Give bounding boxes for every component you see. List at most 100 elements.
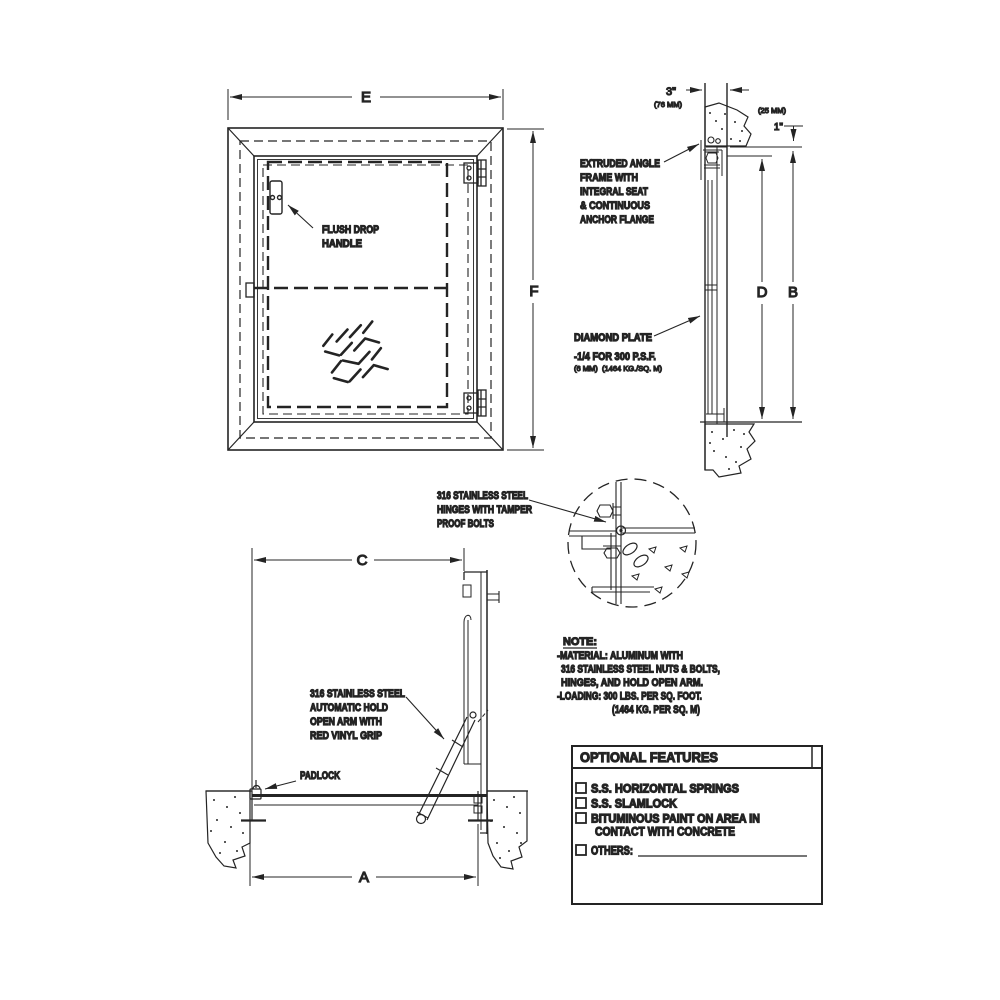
arm-label-3: OPEN ARM WITH [310, 716, 382, 728]
frame-label-1: EXTRUDED ANGLE [580, 158, 660, 170]
option-item-4: OTHERS: [591, 844, 633, 858]
frame-label-3: INTEGRAL SEAT [580, 186, 648, 198]
options-outer-border [571, 745, 823, 905]
plate-spec: -1/4 FOR 300 P.S.F. [574, 351, 656, 363]
concrete-triangles [630, 545, 690, 594]
door-underside-hidden [262, 164, 469, 415]
dim-label-25mm: (25 MM) [758, 106, 786, 115]
note-title: NOTE: [563, 636, 597, 648]
hinge-leader-arrow [528, 499, 607, 523]
hinge-label-3: PROOF BOLTS [437, 518, 494, 530]
dim-label-1in: 1" [774, 122, 784, 133]
dim-label-c: C [357, 552, 368, 569]
concrete-top [704, 102, 752, 147]
dim-label-e: E [361, 89, 371, 106]
note-line-5: (1464 KG. PER SQ. M) [612, 704, 700, 716]
checkbox-horizontal-springs[interactable] [575, 782, 587, 794]
hold-open-arm [415, 709, 489, 825]
arm-label-2: AUTOMATIC HOLD [310, 702, 388, 714]
frame-label-4: & CONTINUOUS [580, 200, 650, 212]
side-view: C 3 [205, 548, 528, 887]
handle-leader-arrow [287, 204, 314, 229]
checkbox-bituminous-paint[interactable] [575, 812, 587, 824]
stiffener-channel-hidden [266, 160, 449, 409]
dim-label-76mm: (76 MM) [654, 100, 682, 109]
hinge-detail: 316 STAINLESS STEEL HINGES WITH TAMPER P… [436, 478, 697, 608]
note-line-4: -LOADING: 300 LBS. PER SQ. FOOT. [557, 691, 702, 703]
plan-view: FLUSH DROP HANDLE E F [227, 88, 544, 451]
hinge-label-1: 316 STAINLESS STEEL [437, 490, 528, 502]
hasp-tab [245, 282, 255, 298]
padlock-leader-arrow [264, 780, 297, 790]
note-line-2: 316 STAINLESS STEEL NUTS & BOLTS, [561, 664, 720, 676]
checkbox-slamlock[interactable] [575, 797, 587, 809]
option-item-3a: BITUMINOUS PAINT ON AREA IN [591, 812, 760, 826]
hinge-bottom [463, 389, 487, 417]
plate-label: DIAMOND PLATE [574, 332, 652, 344]
arm-foot-pin [415, 813, 427, 825]
flush-drop-handle [269, 180, 283, 215]
door-leaf-section [707, 180, 713, 414]
handle-label-line2: HANDLE [322, 238, 362, 250]
hinge-label-2: HINGES WITH TAMPER [437, 504, 532, 516]
options-title: OPTIONAL FEATURES [580, 749, 718, 765]
arm-pivot [469, 711, 477, 719]
dim-c [251, 548, 465, 791]
dim-label-f: F [529, 283, 538, 300]
handle-label-line1: FLUSH DROP [322, 224, 379, 236]
open-door-panel [462, 570, 500, 834]
plate-spec-kg: (1464 KG./SQ. M) [602, 364, 663, 373]
dim-label-d: D [757, 284, 768, 301]
note-line-1: -MATERIAL: ALUMINUM WITH [557, 650, 683, 662]
concrete-bottom [704, 423, 756, 478]
hinge-pin [615, 525, 627, 536]
strike-bolt [487, 591, 500, 603]
section-view: 3" (76 MM) [573, 83, 803, 478]
wing-nut [622, 542, 649, 568]
frame-leader-arrow [663, 143, 700, 163]
note-line-3: HINGES, AND HOLD OPEN ARM. [561, 677, 703, 689]
plate-leader-arrow [653, 315, 701, 337]
dim-e [227, 89, 504, 120]
dim-f [507, 128, 544, 451]
concrete-right [486, 790, 528, 870]
note-block: NOTE: -MATERIAL: ALUMINUM WITH 316 STAIN… [556, 635, 720, 716]
dim-label-a: A [359, 869, 369, 886]
frame-bottom-section [700, 408, 802, 423]
frame-outer-edge [227, 127, 504, 451]
option-item-3b: CONTACT WITH CONCRETE [595, 825, 735, 839]
concrete-left-aggregate [210, 796, 244, 854]
anchor-curls [707, 136, 721, 144]
arm-leader-arrow [405, 696, 445, 740]
dim-label-b: B [788, 284, 798, 301]
anchor-flange-hidden [239, 140, 492, 439]
arm-track-channel [463, 614, 481, 765]
option-item-1: S.S. HORIZONTAL SPRINGS [591, 782, 739, 796]
concrete-top-aggregate [709, 112, 743, 142]
dim-a [249, 824, 479, 886]
concrete-bottom-aggregate [709, 429, 745, 470]
frame-label-2: FRAME WITH [580, 172, 638, 184]
hinge-pin-center [619, 528, 623, 533]
frame-miter-corners [227, 127, 504, 451]
detail-circle [567, 478, 697, 608]
dim-1in [784, 125, 803, 141]
option-item-2: S.S. SLAMLOCK [591, 797, 677, 811]
arm-label-1: 316 STAINLESS STEEL [310, 688, 405, 700]
dim-label-3in: 3" [666, 86, 676, 98]
hinge-nut [603, 545, 621, 559]
tamper-proof-bolt [596, 503, 621, 519]
frame-label-5: ANCHOR FLANGE [580, 214, 654, 226]
mid-rail-section [705, 284, 717, 291]
diamond-plate-hatch [322, 320, 389, 384]
frame-seat-detail [700, 140, 802, 424]
checkbox-others[interactable] [575, 844, 587, 856]
plate-spec-mm: (6 MM) [574, 364, 598, 373]
optional-features-box: OPTIONAL FEATURES S.S. HORIZONTAL SPRING… [571, 745, 823, 905]
arm-label-4: RED VINYL GRIP [310, 730, 382, 742]
padlock-label: PADLOCK [300, 770, 340, 782]
concrete-right-aggregate [490, 796, 522, 859]
